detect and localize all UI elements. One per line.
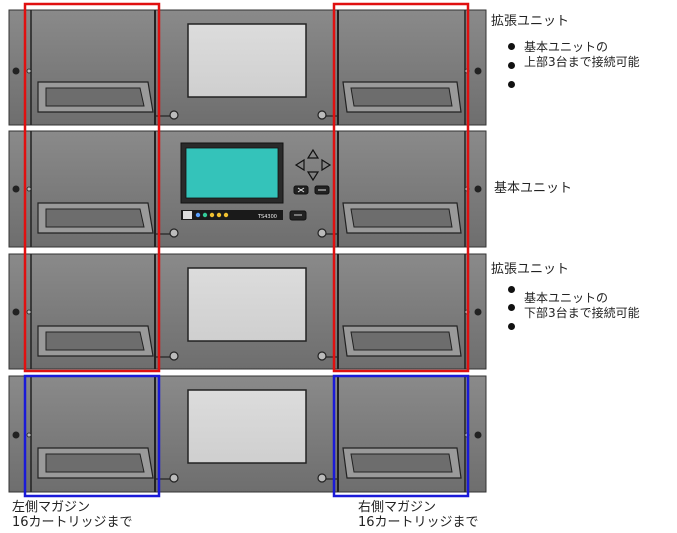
left-release-knob-icon[interactable] — [169, 351, 179, 361]
top-unit-note-line-1: 基本ユニットの — [524, 40, 609, 54]
right-magazine-slot — [337, 10, 466, 125]
right-rack-screw-icon — [474, 67, 482, 75]
bullet-icon — [508, 62, 515, 69]
right-magazine-blue-outline — [332, 374, 470, 498]
bullet-icon — [508, 286, 515, 293]
power-led-icon — [195, 212, 201, 218]
right-release-knob-icon[interactable] — [317, 228, 327, 238]
clean-led-icon — [209, 212, 215, 218]
right-arrow-button-icon[interactable] — [321, 158, 332, 172]
left-magazine-red-outline — [23, 2, 161, 373]
left-rack-screw-icon — [12, 431, 20, 439]
left-release-knob-icon[interactable] — [169, 473, 179, 483]
right-magazine-capacity: 16カートリッジまで — [358, 515, 479, 530]
right-rack-screw-icon — [474, 431, 482, 439]
left-magazine-capacity: 16カートリッジまで — [12, 515, 133, 530]
down-arrow-button-icon[interactable] — [306, 171, 320, 182]
top-expansion-unit-label: 拡張ユニット — [491, 14, 570, 29]
left-magazine-slot — [30, 10, 156, 125]
right-release-knob-icon[interactable] — [317, 473, 327, 483]
right-magazine-red-outline — [332, 2, 470, 373]
blank-panel-window — [187, 389, 307, 464]
left-rack-screw-icon — [12, 308, 20, 316]
left-release-knob-icon[interactable] — [169, 228, 179, 238]
expansion-unit-bottom — [8, 375, 487, 493]
right-magazine-slot — [337, 254, 466, 369]
base-unit-label: 基本ユニット — [494, 181, 573, 196]
middle-expansion-unit-label: 拡張ユニット — [491, 262, 570, 277]
right-magazine-name: 右側マガジン — [358, 500, 437, 515]
middle-unit-note-line-1: 基本ユニットの — [524, 291, 609, 305]
left-magazine-name: 左側マガジン — [12, 500, 91, 515]
top-unit-note-line-2: 上部3台まで接続可能 — [524, 55, 640, 69]
right-rack-screw-icon — [474, 308, 482, 316]
right-rack-screw-icon — [474, 185, 482, 193]
middle-unit-note-line-2: 下部3台まで接続可能 — [524, 306, 640, 320]
left-magazine-slot — [30, 376, 156, 492]
right-magazine-slot — [337, 131, 466, 247]
left-rack-screw-icon — [12, 67, 20, 75]
left-magazine-slot — [30, 254, 156, 369]
bullet-icon — [508, 304, 515, 311]
left-rack-screw-icon — [12, 185, 20, 193]
right-release-knob-icon[interactable] — [317, 110, 327, 120]
status-strip: TS4300 — [181, 210, 283, 220]
error-led-icon — [223, 212, 229, 218]
base-unit: TS4300 — [8, 130, 487, 248]
right-release-knob-icon[interactable] — [317, 351, 327, 361]
left-release-knob-icon[interactable] — [169, 110, 179, 120]
left-arrow-button-icon[interactable] — [294, 158, 305, 172]
attention-led-icon — [216, 212, 222, 218]
ready-led-icon — [202, 212, 208, 218]
expansion-unit-middle — [8, 253, 487, 370]
ibm-logo-icon — [183, 211, 192, 219]
bullet-icon — [508, 81, 515, 88]
left-magazine-blue-outline — [23, 374, 161, 498]
blank-panel-window — [187, 267, 307, 342]
right-magazine-slot — [337, 376, 466, 492]
model-label: TS4300 — [257, 214, 277, 220]
blank-panel-window — [187, 23, 307, 98]
bullet-icon — [508, 323, 515, 330]
up-arrow-button-icon[interactable] — [306, 148, 320, 159]
bullet-icon — [508, 43, 515, 50]
expansion-unit-top — [8, 9, 487, 126]
